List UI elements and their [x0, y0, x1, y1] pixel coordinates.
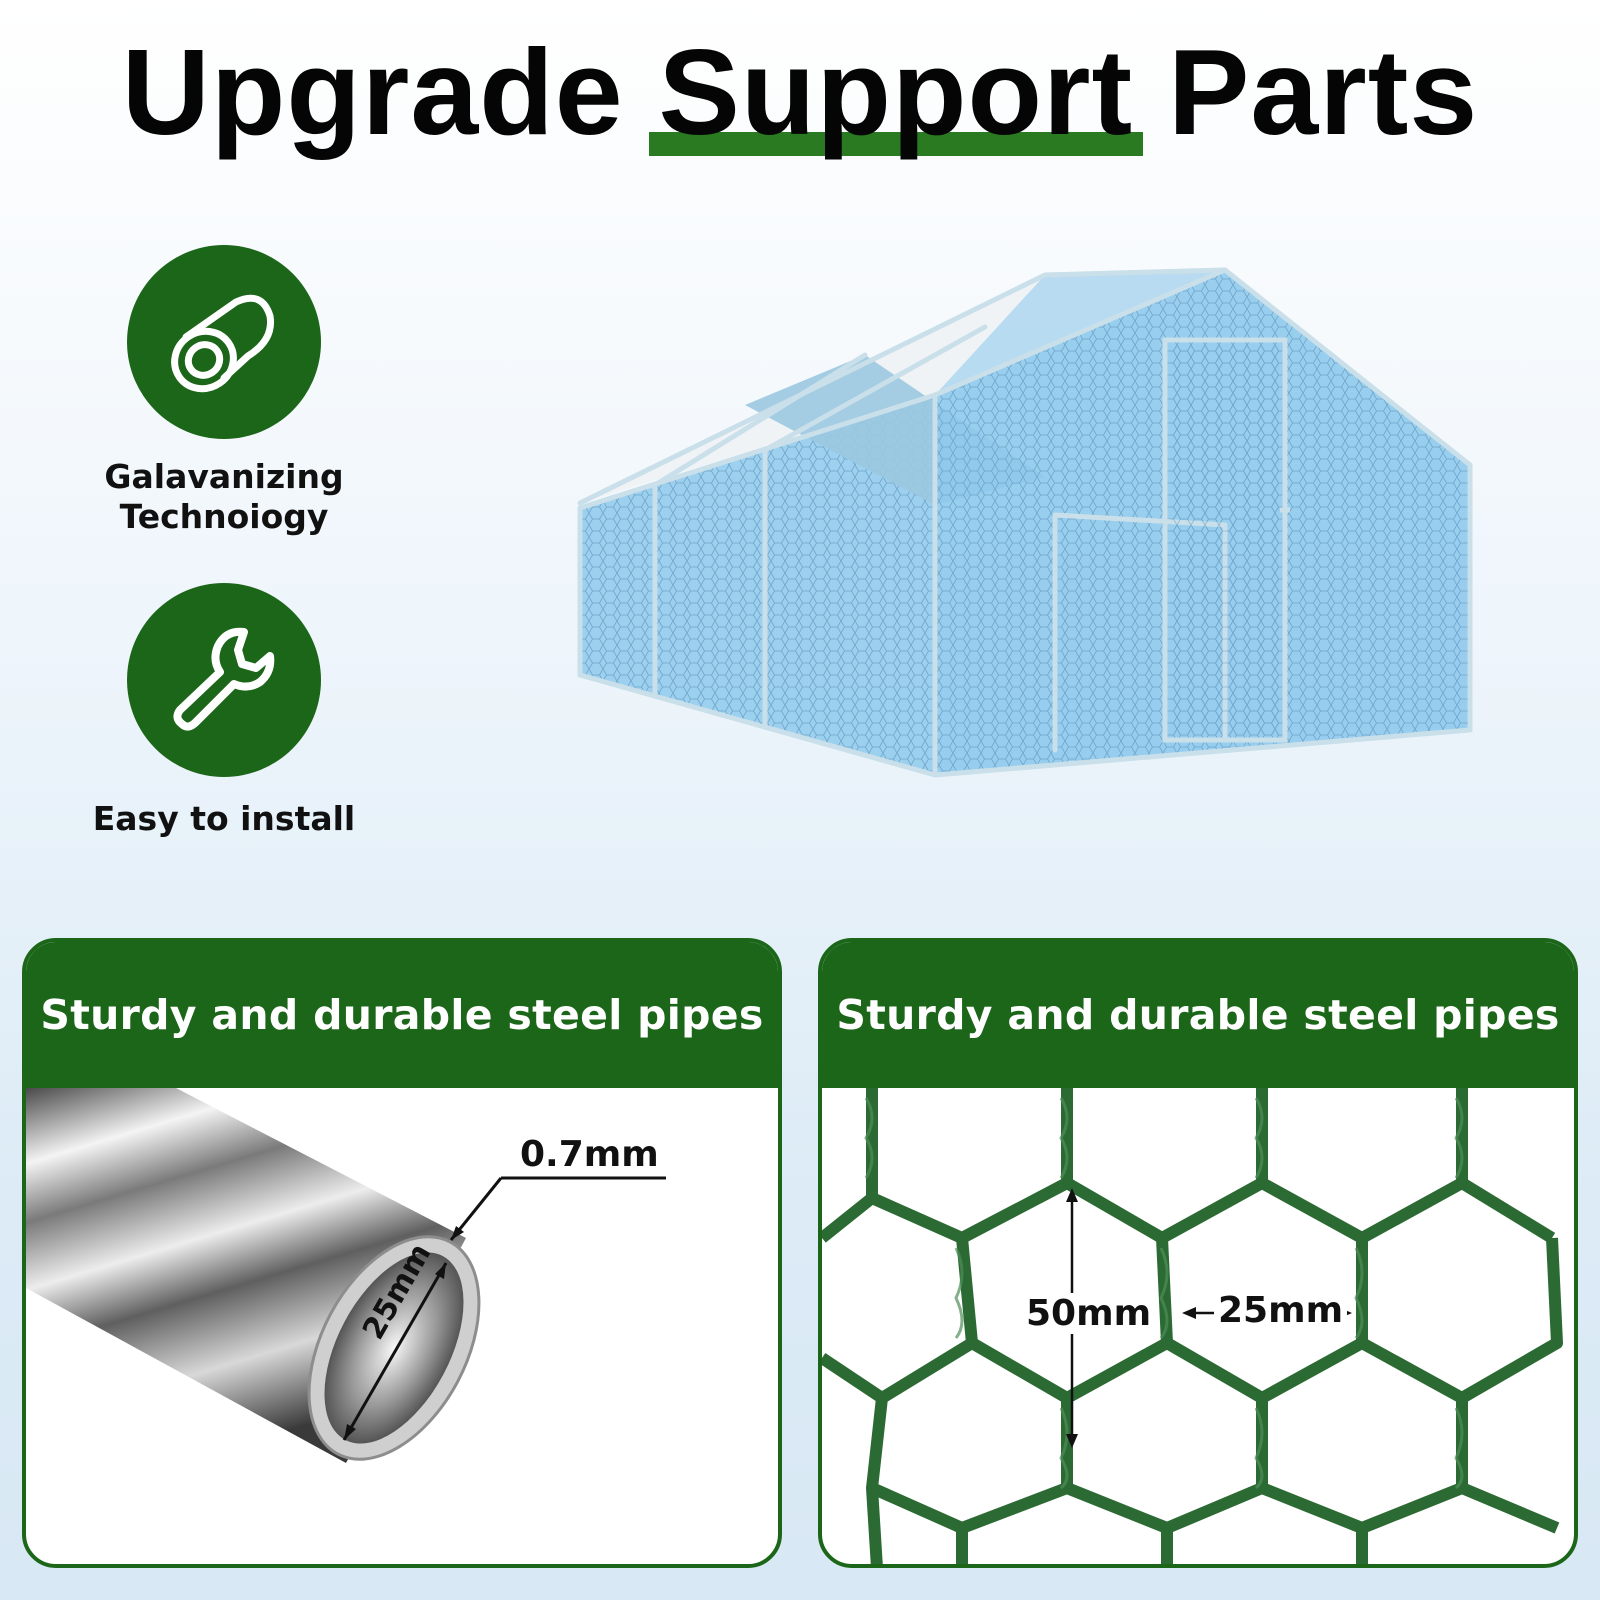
panel-heading: Sturdy and durable steel pipes — [26, 942, 778, 1088]
panel-steel-pipe: Sturdy and durable steel pipes — [22, 938, 782, 1568]
pipe-icon — [171, 294, 275, 393]
title-word-support: Support — [658, 24, 1134, 160]
feature-label-line1: Galavanizing — [104, 457, 344, 496]
feature-circle — [127, 245, 321, 439]
thickness-label: 0.7mm — [520, 1134, 659, 1175]
steel-pipe-image — [26, 1088, 666, 1463]
feature-label-line2: Technoiogy — [119, 497, 329, 536]
panel-body: 0.7mm 25mm — [26, 1088, 778, 1564]
panel-body: 50mm 25mm — [822, 1088, 1574, 1564]
height-label: 50mm — [1022, 1293, 1156, 1334]
width-label: 25mm — [1214, 1290, 1348, 1331]
page-title: Upgrade Support Parts — [0, 22, 1600, 162]
panel-wire-mesh: Sturdy and durable steel pipes — [818, 938, 1578, 1568]
feature-label: Easy to install — [92, 799, 356, 838]
wrench-icon — [173, 627, 275, 731]
feature-install: Easy to install — [90, 583, 358, 839]
title-highlight: Support — [648, 22, 1143, 162]
feature-galvanizing: Galavanizing Technoiogy — [90, 245, 358, 537]
hex-wire-mesh-image — [822, 1088, 1563, 1564]
feature-circle — [127, 583, 321, 777]
panel-heading: Sturdy and durable steel pipes — [822, 942, 1574, 1088]
title-word-parts: Parts — [1168, 24, 1479, 160]
feature-label: Galavanizing Technoiogy — [90, 457, 358, 537]
chicken-coop-illustration — [577, 267, 1473, 778]
title-word-upgrade: Upgrade — [121, 24, 624, 160]
